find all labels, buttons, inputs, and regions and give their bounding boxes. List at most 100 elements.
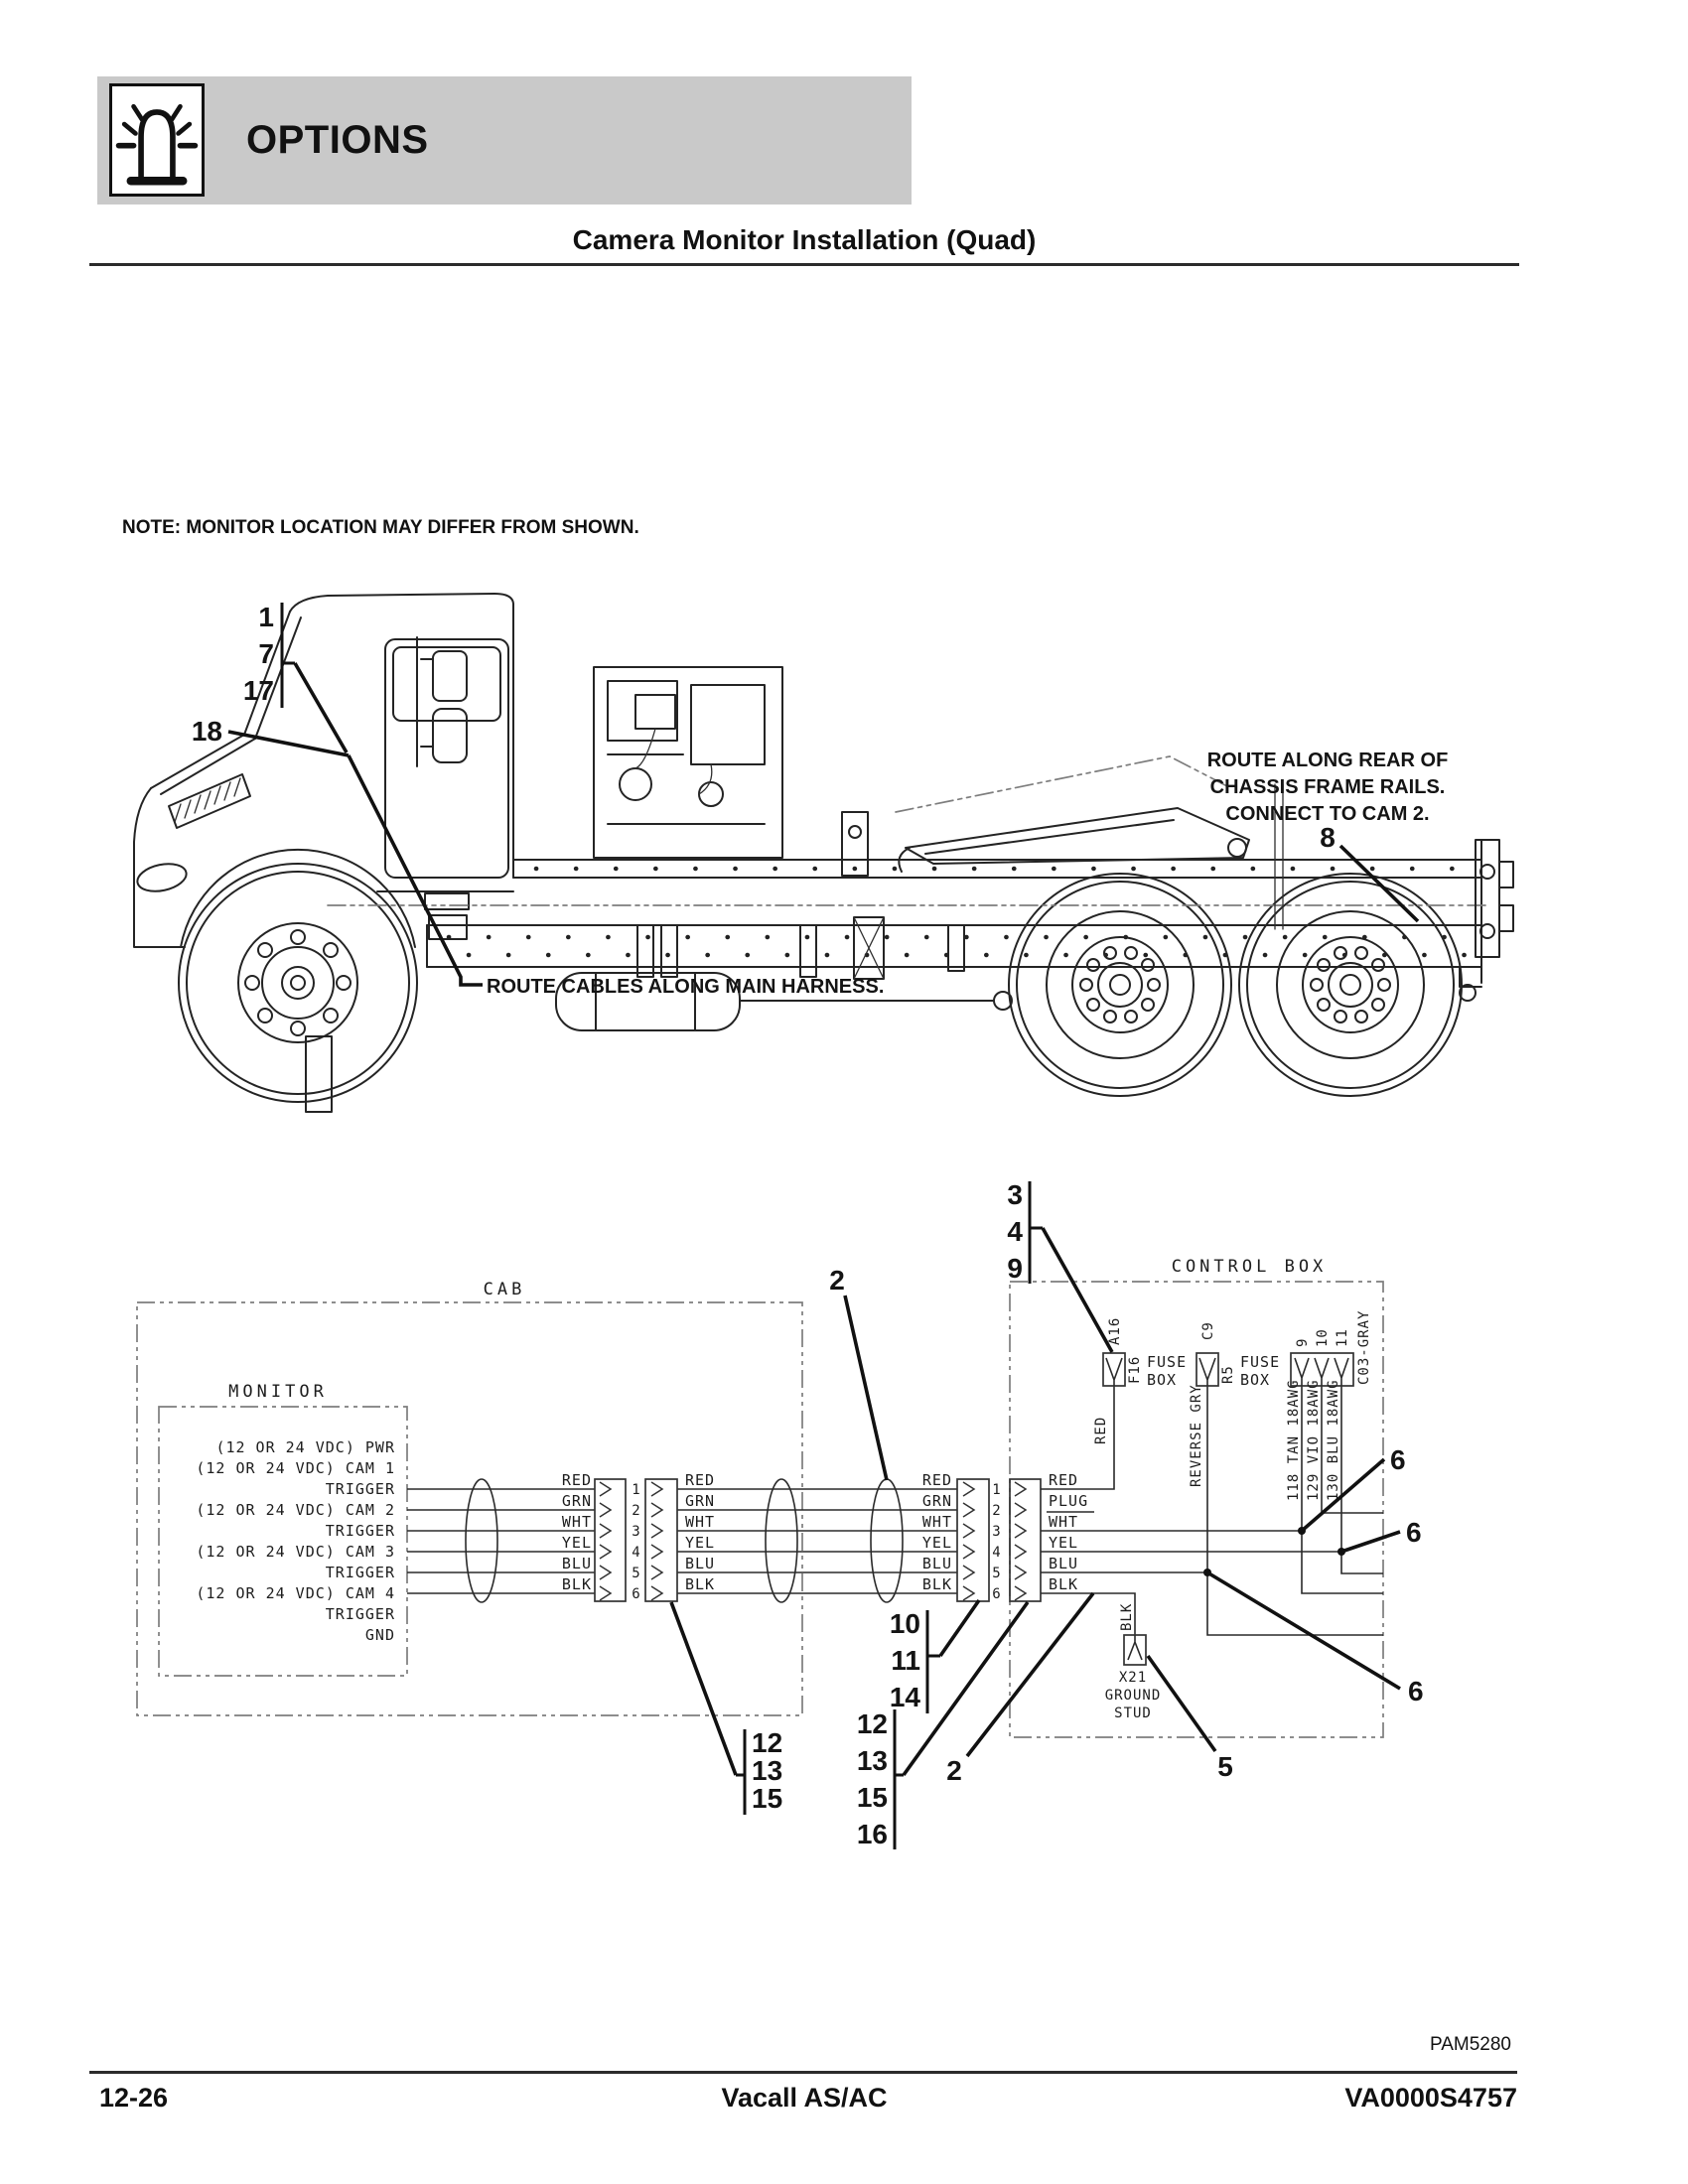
control-pin-label: WHT: [1049, 1513, 1078, 1531]
callout-12-13-15-leader: [669, 1601, 738, 1776]
monitor-pin: TRIGGER: [326, 1522, 395, 1540]
c03-connector-id: C03-GRAY: [1356, 1310, 1372, 1385]
cable-bundle: [870, 1478, 904, 1603]
pin-number: 1: [992, 1482, 1001, 1498]
pin-number: 5: [632, 1566, 640, 1581]
connector-c03: 9 10 11 C03-GRAY 118 TAN 18AWG 129 VIO 1…: [1286, 1310, 1372, 1501]
monitor-pin: (12 OR 24 VDC) CAM 3: [196, 1543, 395, 1561]
connector-2a: [956, 1478, 990, 1602]
cab-harness-wires: [677, 1488, 957, 1594]
control-pin-label: YEL: [1049, 1534, 1078, 1552]
control-box-label: CONTROL BOX: [1172, 1257, 1328, 1277]
route-rear-note-line2: CHASSIS FRAME RAILS.: [1210, 776, 1446, 798]
truck-callouts: 1 7 17 18 8 ROUTE ALONG REAR OF CHASSIS …: [192, 602, 1448, 998]
wire-label: BLK: [685, 1575, 715, 1593]
monitor-pin: GND: [365, 1626, 395, 1644]
monitor-pin: (12 OR 24 VDC) CAM 4: [196, 1584, 395, 1602]
fuse1-label-line1: FUSE: [1147, 1353, 1187, 1371]
wire-labels-right: RED GRN WHT YEL BLU BLK: [922, 1471, 952, 1593]
wire-label: RED: [685, 1471, 715, 1489]
fuse2-circuit-id: C9: [1200, 1321, 1216, 1340]
note-text: NOTE: MONITOR LOCATION MAY DIFFER FROM S…: [122, 517, 639, 538]
wire-label: BLK: [922, 1575, 952, 1593]
beacon-light-icon: [109, 83, 205, 197]
fuse1-label-line2: BOX: [1147, 1371, 1177, 1389]
callout-4: 4: [1007, 1216, 1023, 1247]
callout-13-right: 13: [857, 1745, 888, 1776]
callout-8-leader: [1338, 844, 1420, 923]
route-rear-note-line3: CONNECT TO CAM 2.: [1225, 803, 1429, 825]
footer-rule: [89, 2071, 1517, 2074]
reference-code: PAM5280: [1429, 2034, 1511, 2055]
callout-12-13-15-16-leader: [902, 1600, 1030, 1777]
fuse1-id: F16: [1127, 1356, 1143, 1384]
fuse-box-2: C9 R5 FUSE BOX REVERSE GRY: [1189, 1321, 1280, 1487]
callout-10: 10: [890, 1608, 920, 1639]
wire-label: GRN: [562, 1492, 592, 1510]
monitor-pin: (12 OR 24 VDC) CAM 2: [196, 1501, 395, 1519]
callout-6a: 6: [1390, 1444, 1406, 1475]
pin-number: 3: [632, 1524, 640, 1540]
wire-label: WHT: [562, 1513, 592, 1531]
callout-1: 1: [258, 602, 274, 632]
options-banner-label: OPTIONS: [246, 118, 429, 162]
wiring-diagram: CAB MONITOR CONTROL BOX (12 OR 24 VDC) P…: [136, 1179, 1424, 1849]
monitor-pin: TRIGGER: [326, 1480, 395, 1498]
callout-17: 17: [243, 675, 274, 706]
connector-1a: [594, 1478, 627, 1602]
callout-15-right: 15: [857, 1782, 888, 1813]
fuse2-label-line1: FUSE: [1240, 1353, 1280, 1371]
ground-stud-line2: GROUND: [1105, 1688, 1162, 1704]
ground-stud: BLK X21 GROUND STUD: [1105, 1603, 1162, 1721]
callout-6c-leader: [1206, 1570, 1401, 1691]
truck-chassis: [327, 839, 1486, 1031]
pin-number: 4: [992, 1545, 1001, 1561]
callout-2-bottom: 2: [946, 1755, 962, 1786]
pin-number: 6: [992, 1586, 1001, 1602]
control-pin-label: BLK: [1049, 1575, 1078, 1593]
wiring-callouts: 2 3 4 9 6 6 6 10 11 14 12: [669, 1179, 1424, 1849]
callout-6b: 6: [1406, 1517, 1422, 1548]
callout-7: 7: [258, 638, 274, 669]
wire-label: BLU: [562, 1555, 592, 1572]
c03-pin-b: 10: [1315, 1328, 1331, 1347]
wire-label: RED: [922, 1471, 952, 1489]
fuse1-wire-label: RED: [1093, 1417, 1109, 1444]
pin-number-column-1: 1 2 3 4 5 6: [632, 1482, 640, 1602]
title-rule: [89, 263, 1519, 266]
wire-label: YEL: [562, 1534, 592, 1552]
fuse2-label-line2: BOX: [1240, 1371, 1270, 1389]
callout-6b-leader: [1340, 1530, 1401, 1554]
callout-2-top: 2: [829, 1265, 845, 1296]
rear-wheel-2: [1238, 873, 1463, 1097]
ground-stud-line3: STUD: [1114, 1706, 1152, 1721]
fuse2-wire-label: REVERSE GRY: [1189, 1384, 1204, 1487]
fuse2-id: R5: [1220, 1365, 1236, 1384]
c03-pin-c: 11: [1335, 1328, 1350, 1347]
ground-wire-label: BLK: [1119, 1603, 1135, 1631]
callout-9: 9: [1007, 1253, 1023, 1284]
footer-page-number: 12-26: [99, 2083, 169, 2113]
callout-1-7-17-leader: [293, 662, 349, 753]
front-wheel: [178, 863, 418, 1103]
control-pin-label: PLUG: [1049, 1492, 1088, 1510]
c03-wire-c-label: 130 BLU 18AWG: [1326, 1379, 1341, 1501]
connector-2b: [1009, 1478, 1042, 1602]
cable-bundle: [465, 1478, 498, 1603]
wire-label: BLK: [562, 1575, 592, 1593]
monitor-label: MONITOR: [228, 1382, 328, 1402]
fuse1-circuit-id: A16: [1107, 1317, 1123, 1345]
hooklift-assembly: [841, 755, 1514, 1002]
c03-pin-a: 9: [1295, 1338, 1311, 1347]
callout-6c: 6: [1408, 1676, 1424, 1706]
callout-8: 8: [1320, 822, 1336, 853]
wire-labels-mid: RED GRN WHT YEL BLU BLK: [685, 1471, 715, 1593]
monitor-boundary: [158, 1406, 408, 1677]
pin-number: 4: [632, 1545, 640, 1561]
callout-6a-leader: [1300, 1457, 1386, 1533]
rear-wheel-1: [1008, 873, 1232, 1097]
callout-18: 18: [192, 716, 222, 747]
pin-number: 3: [992, 1524, 1001, 1540]
route-main-note: ROUTE CABLES ALONG MAIN HARNESS.: [487, 976, 884, 998]
